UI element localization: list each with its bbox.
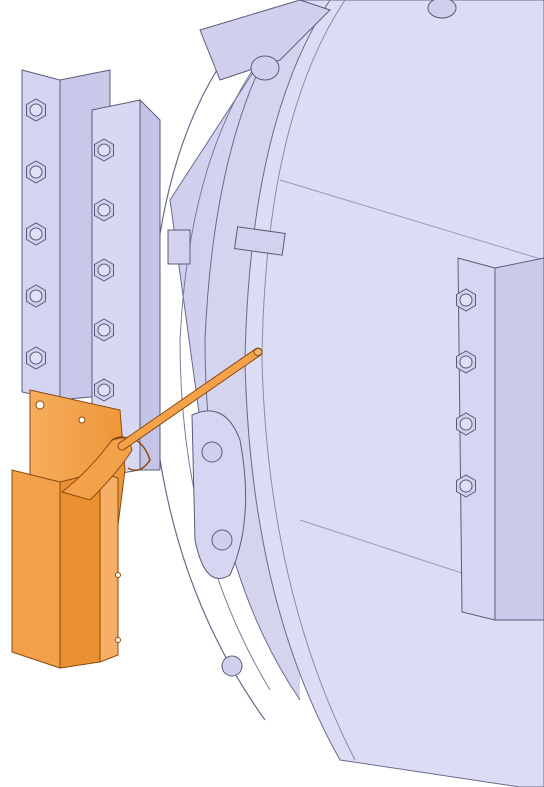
housing-rim-inner	[179, 39, 276, 691]
bracket-channel-side	[11, 469, 61, 669]
housing-seam-line	[279, 179, 544, 261]
top-hinge	[199, 0, 331, 81]
hinge-pin	[250, 55, 280, 81]
bracket-hole-top	[35, 400, 45, 410]
bolt-washer	[97, 323, 111, 337]
bolt-washer	[29, 165, 43, 179]
rim-tab-2	[167, 229, 191, 265]
bolt-washer	[97, 203, 111, 217]
vertical-angle-bracket	[457, 257, 544, 621]
bolt-washer	[97, 143, 111, 157]
bracket-hole-bottom	[115, 637, 121, 643]
rod-end	[253, 348, 263, 356]
bracket-hole-lower	[115, 572, 121, 578]
rim-bolt-bottom	[221, 655, 243, 677]
bolt-washer	[29, 103, 43, 117]
bolt-group	[26, 98, 476, 498]
rim-tab-1	[233, 226, 286, 256]
bolt-washer	[459, 293, 473, 307]
left-bracket-inner-flange	[139, 98, 161, 471]
bracket-channel-lip	[99, 471, 119, 663]
right-bracket-face	[457, 257, 496, 621]
clamp-bolt-upper	[201, 441, 223, 463]
latch-clamp	[191, 410, 247, 579]
rod-fill	[118, 348, 262, 450]
bolt-washer	[459, 417, 473, 431]
clamp-bolt-lower	[211, 529, 233, 551]
orange-mounting-bracket	[11, 389, 151, 669]
bolt-washer	[29, 227, 43, 241]
right-bracket-flange	[494, 257, 544, 621]
hinge-pin-top	[427, 0, 457, 19]
bolt-washer	[459, 479, 473, 493]
bolt-washer	[97, 263, 111, 277]
bolt-washer	[29, 289, 43, 303]
bolt-washer	[97, 383, 111, 397]
bracket-hole-mid	[78, 416, 86, 424]
orange-rod	[117, 347, 263, 451]
bolt-washer	[29, 351, 43, 365]
bracket-channel-front	[59, 471, 101, 669]
housing-band-seam	[261, 0, 356, 761]
bolt-washer	[459, 355, 473, 369]
